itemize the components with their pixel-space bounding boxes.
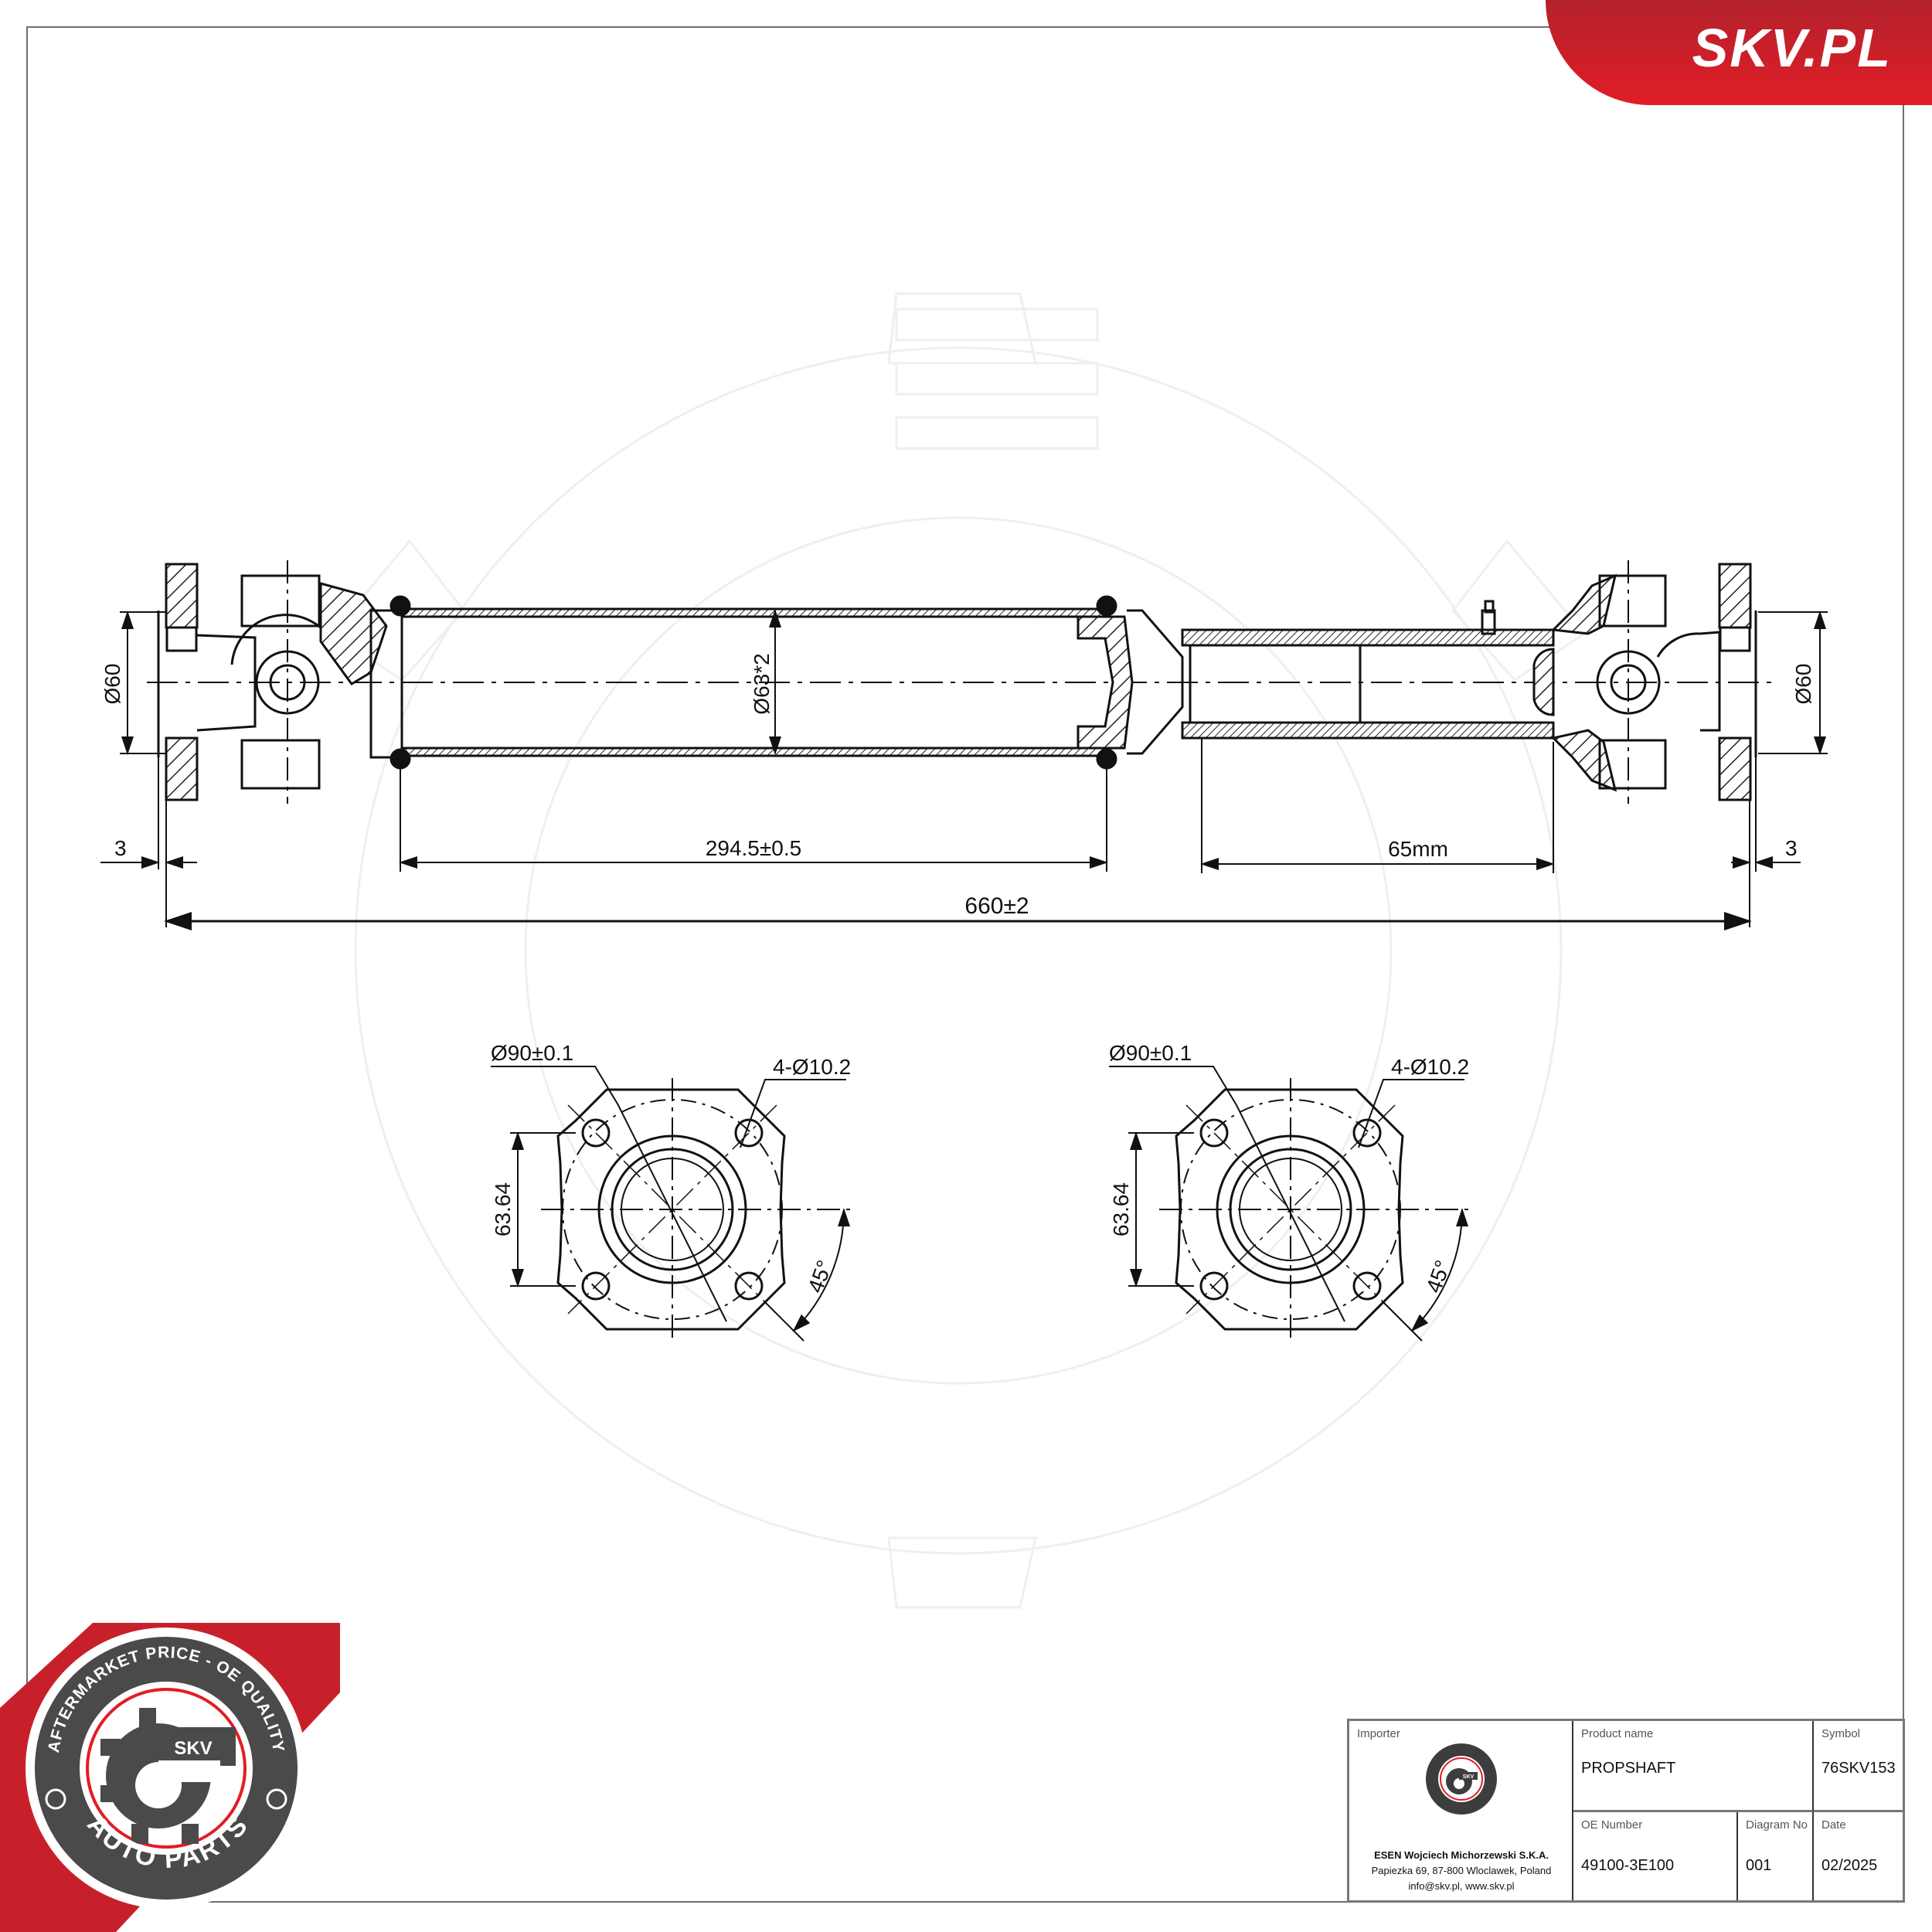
flange-view-right: Ø90±0.1 4-Ø10.2 63.64 45°	[1109, 1041, 1472, 1342]
symbol-label: Symbol	[1821, 1727, 1861, 1740]
importer-company: ESEN Wojciech Michorzewski S.K.A.	[1374, 1849, 1549, 1861]
quality-seal: SKV AFTERMARKET PRICE - OE QUALITY AUTO …	[0, 1623, 340, 1932]
flange-right-spacing: 63.64	[1109, 1182, 1133, 1236]
symbol-value: 76SKV153	[1821, 1760, 1896, 1777]
importer-contact: info@skv.pl, www.skv.pl	[1408, 1880, 1515, 1892]
flange-view-left: Ø90±0.1 4-Ø10.2 63.64 45°	[491, 1041, 854, 1342]
dim-tube-length: 294.5±0.5	[706, 836, 801, 860]
flange-right-angle: 45°	[1421, 1257, 1455, 1296]
dim-tube-dia: Ø63*2	[750, 653, 774, 714]
dim-right-gap: 3	[1785, 836, 1798, 860]
flange-right-holes: 4-Ø10.2	[1391, 1055, 1469, 1079]
title-block: Importer SKV ESEN Wojciech Michorzewski …	[1347, 1719, 1905, 1903]
flange-left-angle: 45°	[803, 1257, 837, 1296]
product-name-cell: Product name PROPSHAFT	[1573, 1721, 1814, 1812]
date-cell: Date 02/2025	[1814, 1812, 1903, 1900]
diagram-no-cell: Diagram No 001	[1738, 1812, 1814, 1900]
flange-left-holes: 4-Ø10.2	[773, 1055, 851, 1079]
date-value: 02/2025	[1821, 1857, 1878, 1874]
drawing-frame	[26, 26, 1904, 1903]
importer-label: Importer	[1357, 1727, 1400, 1740]
importer-address: Papiezka 69, 87-800 Wloclawek, Poland	[1371, 1865, 1552, 1876]
oe-number-value: 49100-3E100	[1581, 1857, 1675, 1874]
symbol-cell: Symbol 76SKV153	[1814, 1721, 1903, 1812]
oe-number-cell: OE Number 49100-3E100	[1573, 1812, 1738, 1900]
dim-slip-length: 65mm	[1388, 837, 1448, 861]
dim-right-flange-dia: Ø60	[1791, 664, 1815, 705]
flange-left-bolt-circle: Ø90±0.1	[491, 1041, 573, 1065]
skv-mini-logo-icon: SKV	[1426, 1743, 1497, 1815]
product-name-value: PROPSHAFT	[1581, 1760, 1676, 1777]
dim-total-length: 660±2	[964, 893, 1029, 919]
date-label: Date	[1821, 1818, 1846, 1832]
importer-cell: Importer SKV ESEN Wojciech Michorzewski …	[1349, 1721, 1573, 1900]
diagram-no-label: Diagram No	[1746, 1818, 1808, 1832]
svg-text:SKV: SKV	[1463, 1774, 1475, 1780]
brand-site-text: SKV.PL	[1692, 18, 1892, 78]
dim-left-gap: 3	[114, 836, 127, 860]
oe-number-label: OE Number	[1581, 1818, 1643, 1832]
dim-left-flange-dia: Ø60	[100, 664, 124, 705]
seal-center-text: SKV	[174, 1738, 212, 1759]
diagram-no-value: 001	[1746, 1857, 1772, 1874]
flange-left-spacing: 63.64	[491, 1182, 515, 1236]
brand-tab: SKV.PL	[1546, 0, 1932, 105]
product-name-label: Product name	[1581, 1727, 1654, 1740]
flange-right-bolt-circle: Ø90±0.1	[1109, 1041, 1192, 1065]
